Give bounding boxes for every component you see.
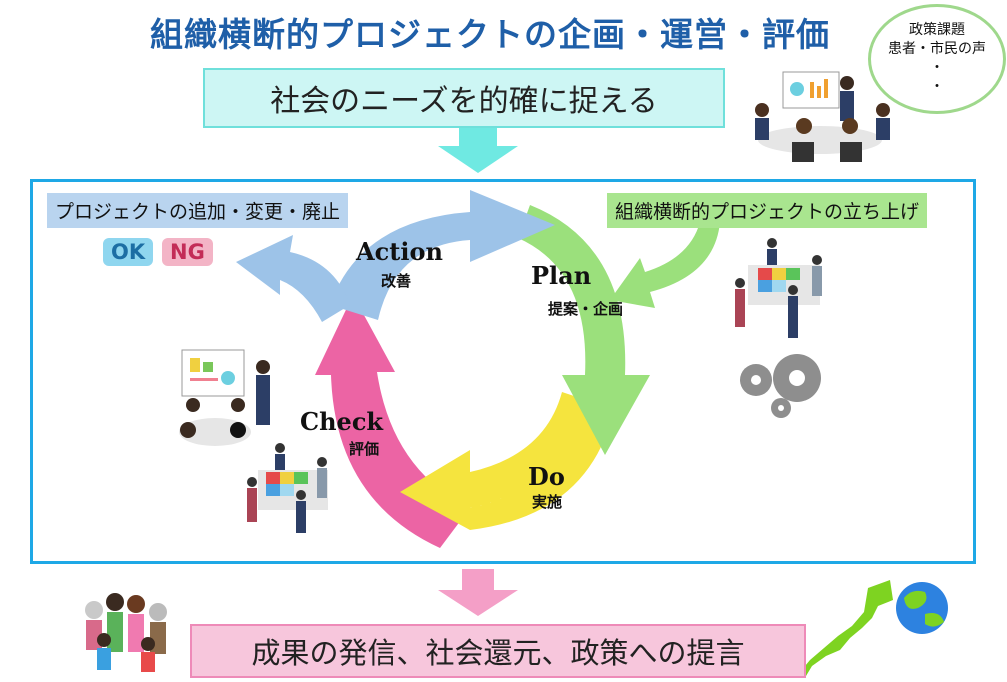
check-sub-label: 評価 — [349, 440, 380, 458]
down-arrow-pink — [438, 569, 518, 616]
ok-badge: OK — [103, 238, 154, 266]
result-box: 成果の発信、社会還元、政策への提言 — [190, 624, 806, 678]
plan-sub-label: 提案・企画 — [548, 300, 624, 318]
bubble-line-3: ・ — [930, 60, 944, 76]
cycle-frame — [30, 179, 976, 564]
needs-box: 社会のニーズを的確に捉える — [203, 68, 725, 128]
bubble-line-4: ・ — [930, 79, 944, 95]
project-change-tag: プロジェクトの追加・変更・廃止 — [47, 193, 349, 228]
plan-label: Plan — [531, 261, 592, 290]
left-arrow-blue — [236, 235, 350, 322]
ng-badge: NG — [162, 238, 213, 266]
bubble-line-1: 政策課題 — [909, 22, 965, 38]
do-arrow — [400, 392, 615, 530]
action-arrow — [330, 190, 555, 320]
down-arrow-cyan — [438, 128, 518, 173]
do-label: Do — [528, 462, 565, 491]
action-sub-label: 改善 — [381, 272, 412, 290]
meeting-illustration-icon — [755, 71, 890, 162]
puzzle-team-icon-left — [247, 443, 328, 533]
page-title: 組織横断的プロジェクトの企画・運営・評価 — [150, 15, 830, 54]
check-label: Check — [300, 407, 384, 436]
japan-map-icon — [800, 580, 893, 676]
speech-bubble: 政策課題 患者・市民の声 ・ ・ — [868, 4, 1006, 114]
presentation-illustration-icon — [179, 349, 270, 446]
globe-icon — [896, 582, 948, 634]
gear-icon — [740, 354, 821, 418]
family-illustration-icon — [85, 593, 167, 672]
do-sub-label: 実施 — [532, 493, 563, 511]
action-label: Action — [356, 237, 443, 266]
bubble-line-2: 患者・市民の声 — [888, 41, 986, 57]
project-launch-tag: 組織横断的プロジェクトの立ち上げ — [607, 193, 928, 228]
puzzle-team-icon-right — [735, 238, 822, 338]
plan-arrow — [518, 205, 650, 455]
right-arrow-green — [610, 222, 720, 308]
